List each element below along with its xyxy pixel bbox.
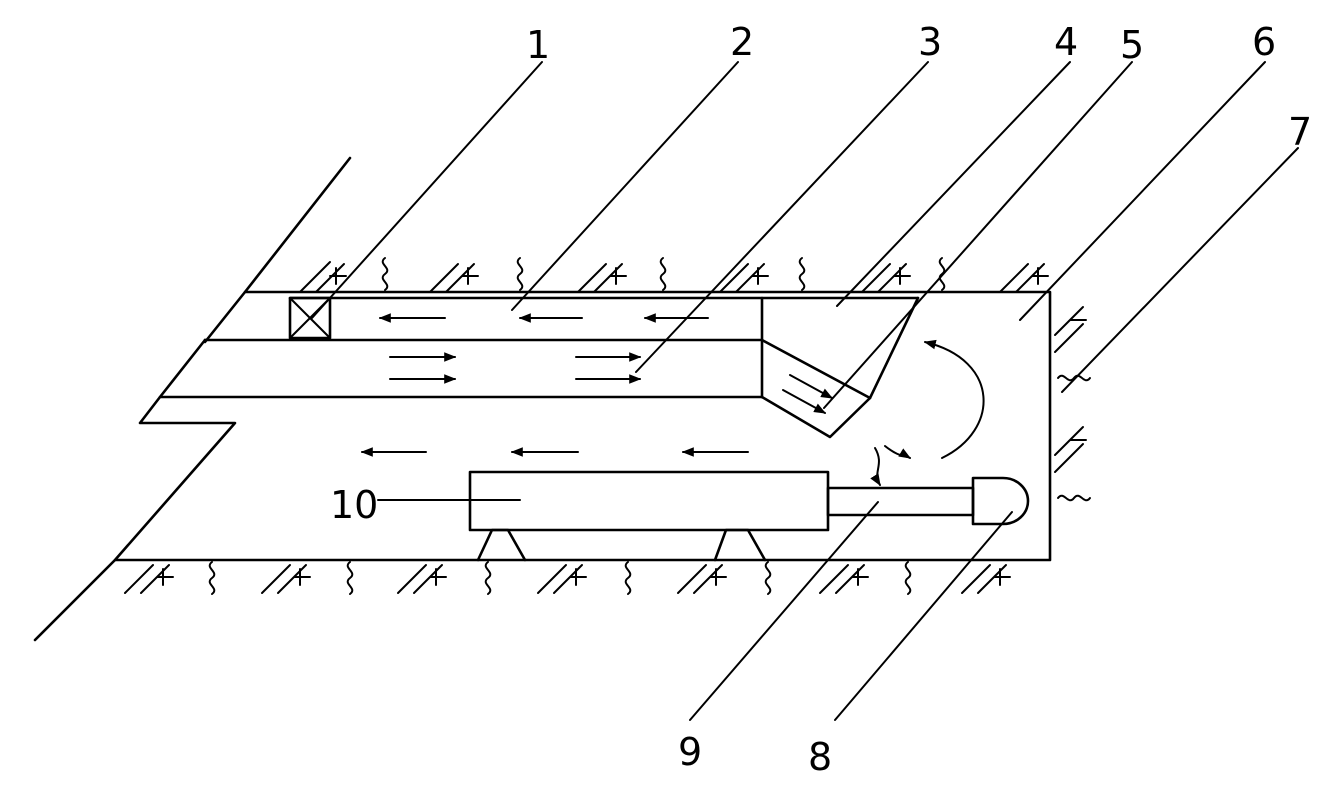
tunnel-entrance-notch — [205, 292, 245, 342]
callout-4: 4 — [1054, 20, 1078, 64]
cutter-arm — [828, 488, 973, 515]
leader-7 — [1062, 148, 1298, 392]
tunnel-top-wall — [35, 158, 1050, 640]
rock-hatching — [125, 262, 1086, 593]
machine-support-right — [715, 530, 765, 560]
side-branch-outline — [115, 340, 235, 560]
callout-5: 5 — [1120, 23, 1144, 67]
leader-5 — [824, 62, 1132, 408]
callout-3: 3 — [918, 20, 942, 64]
callout-6: 6 — [1252, 20, 1276, 64]
leader-3 — [636, 62, 928, 372]
seepage-marks — [210, 258, 1090, 594]
boring-machine — [470, 472, 1028, 560]
machine-support-left — [478, 530, 525, 560]
leader-9 — [690, 502, 878, 720]
leader-lines — [312, 62, 1298, 720]
leader-4 — [837, 62, 1070, 306]
callout-9: 9 — [678, 730, 702, 774]
airflow-arrows — [362, 318, 984, 485]
callout-7: 7 — [1288, 110, 1312, 154]
callout-10: 10 — [330, 483, 378, 527]
leader-2 — [512, 62, 738, 310]
leader-6 — [1020, 62, 1265, 320]
tunnel-outline — [35, 158, 1050, 640]
leader-8 — [835, 512, 1012, 720]
leader-1 — [312, 62, 542, 318]
air-deflector — [762, 298, 918, 437]
callout-2: 2 — [730, 20, 754, 64]
callout-1: 1 — [526, 23, 550, 67]
callout-8: 8 — [808, 735, 832, 779]
cutter-head — [973, 478, 1028, 524]
machine-body — [470, 472, 828, 530]
